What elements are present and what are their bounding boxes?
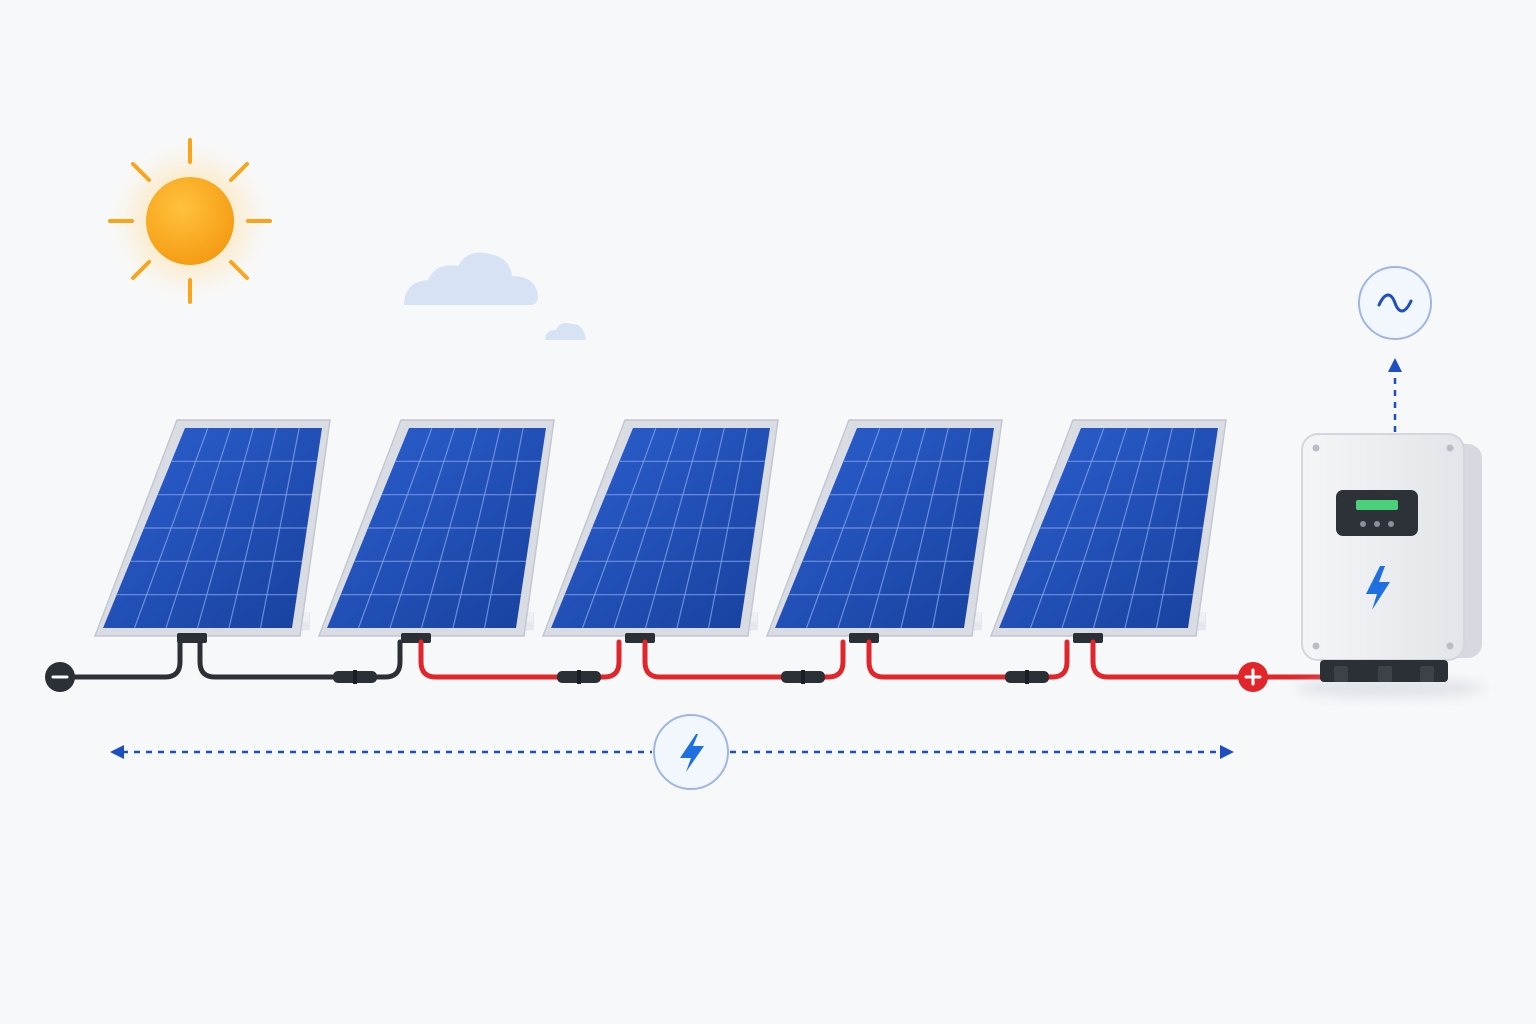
solar-panel: [93, 419, 331, 643]
plus-icon: [1238, 662, 1268, 692]
sine-wave-icon: [1358, 266, 1432, 340]
mc4-connectors: [333, 670, 1049, 684]
solar-panel: [317, 419, 555, 643]
negative-cable: [72, 639, 403, 680]
sun-icon: [100, 131, 280, 311]
inverter-icon: [1295, 433, 1485, 698]
string-cabling: [72, 639, 1323, 684]
solar-panel: [765, 419, 1003, 643]
ac-output-arrow: [1388, 358, 1402, 432]
minus-icon: [45, 662, 75, 692]
positive-cable: [418, 639, 1323, 680]
solar-panel: [541, 419, 779, 643]
solar-panel: [989, 419, 1227, 643]
inverter-display: [1336, 490, 1418, 536]
lightning-bolt-icon: [653, 714, 729, 790]
cloud-icon: [404, 252, 538, 305]
small-cloud-icon: [545, 322, 586, 340]
solar-panel-array: [93, 419, 1227, 643]
inverter-lightning-icon: [1366, 566, 1390, 610]
dc-flow-arrow: [110, 745, 1234, 759]
